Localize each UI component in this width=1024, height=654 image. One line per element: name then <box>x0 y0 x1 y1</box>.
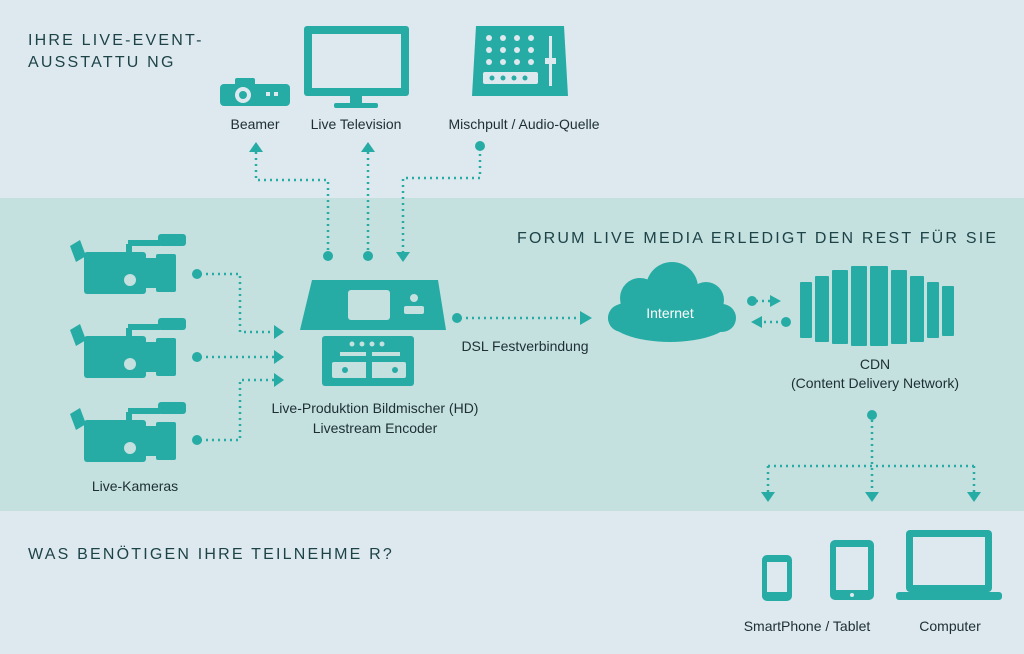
label-computer: Computer <box>919 618 981 634</box>
camera-icon <box>70 402 186 462</box>
label-beamer: Beamer <box>230 116 280 132</box>
label-mobile: SmartPhone / Tablet <box>743 618 871 634</box>
label-television: Live Television <box>310 116 402 132</box>
label-encoder: Livestream Encoder <box>312 420 438 436</box>
camera-icon <box>70 234 186 294</box>
laptop-icon <box>896 530 1002 600</box>
smartphone-icon <box>762 555 792 601</box>
label-cdn-full: (Content Delivery Network) <box>790 375 960 391</box>
heading-service: FORUM LIVE MEDIA ERLEDIGT DEN REST FÜR S… <box>517 230 999 247</box>
label-cdn: CDN <box>859 356 891 372</box>
tv-icon <box>304 26 409 108</box>
distribution-connectors <box>766 420 976 492</box>
label-cameras: Live-Kameras <box>91 478 179 494</box>
label-mixer: Mischpult / Audio-Quelle <box>448 116 600 132</box>
camera-connectors <box>200 272 276 442</box>
server-icon <box>800 266 954 346</box>
projector-icon <box>220 78 290 106</box>
label-production: Live-Produktion Bildmischer (HD) <box>271 400 479 416</box>
label-internet: Internet <box>646 305 694 321</box>
cloud-icon <box>608 262 736 342</box>
dsl-connector <box>452 311 592 325</box>
tablet-icon <box>830 540 874 600</box>
label-dsl: DSL Festverbindung <box>461 338 589 354</box>
encoder-icon <box>300 280 446 386</box>
heading-participants: WAS BENÖTIGEN IHRE TEILNEHME R? <box>28 546 395 563</box>
camera-icon <box>70 318 186 378</box>
heading-equipment: IHRE LIVE-EVENT- AUSSTATTU NG <box>28 32 204 71</box>
cdn-sync-arrows <box>747 295 791 328</box>
mixer-icon <box>472 26 568 96</box>
equipment-connectors <box>254 148 482 254</box>
